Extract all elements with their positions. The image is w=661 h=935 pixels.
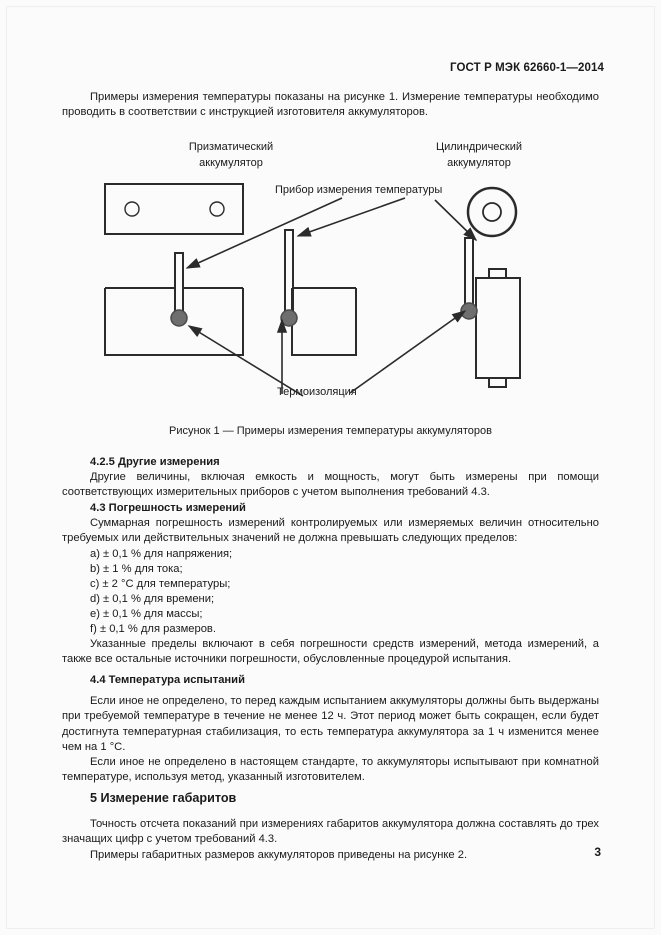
page-number: 3	[594, 845, 601, 859]
body-4-3-after-list: Указанные пределы включают в себя погреш…	[62, 638, 599, 666]
intro-paragraph: Примеры измерения температуры показаны н…	[62, 91, 599, 119]
thermometer-stem-prismatic	[174, 252, 184, 319]
cylindrical-cell-body	[475, 277, 521, 379]
arrow-device-to-prismatic	[185, 197, 343, 269]
arrow-insulation-to-cylindrical	[349, 310, 467, 394]
heading-5: 5 Измерение габаритов	[90, 791, 237, 805]
cylindrical-top-view-terminal	[482, 202, 502, 222]
figure-1-caption: Рисунок 1 — Примеры измерения температур…	[169, 425, 492, 437]
prismatic-top-view-body	[104, 183, 244, 235]
figure-label-cylindrical-line2: аккумулятор	[447, 157, 511, 169]
temperature-sensor-cylindrical	[460, 302, 478, 320]
arrow-insulation-to-prismatic	[187, 325, 304, 397]
figure-label-prismatic-line2: аккумулятор	[199, 157, 263, 169]
heading-4-2-5: 4.2.5 Другие измерения	[90, 456, 220, 468]
prismatic-insulation-box	[104, 288, 244, 356]
thermometer-stem-cylindrical	[464, 237, 474, 309]
figure-1-drawing	[60, 168, 600, 408]
list-item-e: e) ± 0,1 % для массы;	[90, 608, 203, 620]
body-4-3: Суммарная погрешность измерений контроли…	[62, 517, 599, 545]
cylindrical-terminal-top	[488, 268, 507, 279]
figure-label-cylindrical-line1: Цилиндрический	[435, 141, 523, 153]
body-4-4-second: Если иное не определено в настоящем стан…	[62, 756, 599, 784]
body-5-second: Примеры габаритных размеров аккумуляторо…	[90, 849, 468, 861]
middle-insulation-box	[291, 288, 357, 356]
list-item-d: d) ± 0,1 % для времени;	[90, 593, 215, 605]
temperature-sensor-prismatic	[170, 309, 188, 327]
body-4-2-5: Другие величины, включая емкость и мощно…	[62, 471, 599, 499]
cylindrical-top-view-body	[466, 186, 518, 238]
figure-label-measuring-device: Прибор измерения температуры	[275, 184, 443, 196]
figure-label-prismatic-line1: Призматический	[188, 141, 274, 153]
body-5: Точность отсчета показаний при измерения…	[62, 818, 599, 846]
document-standard-header: ГОСТ Р МЭК 62660-1—2014	[450, 62, 604, 74]
heading-4-3: 4.3 Погрешность измерений	[90, 502, 246, 514]
prismatic-terminal-left	[124, 201, 140, 217]
body-4-4: Если иное не определено, то перед каждым…	[62, 695, 599, 754]
arrow-device-to-middle	[296, 197, 406, 237]
arrow-device-to-cylindrical	[434, 199, 478, 242]
figure-label-thermal-insulation: Термоизоляция	[277, 386, 357, 398]
heading-4-4: 4.4 Температура испытаний	[90, 674, 245, 686]
list-item-b: b) ± 1 % для тока;	[90, 563, 183, 575]
list-item-c: c) ± 2 °С для температуры;	[90, 578, 231, 590]
prismatic-terminal-right	[209, 201, 225, 217]
list-item-a: a) ± 0,1 % для напряжения;	[90, 548, 233, 560]
cylindrical-terminal-bottom	[488, 377, 507, 388]
temperature-sensor-middle	[280, 309, 298, 327]
list-item-f: f) ± 0,1 % для размеров.	[90, 623, 216, 635]
